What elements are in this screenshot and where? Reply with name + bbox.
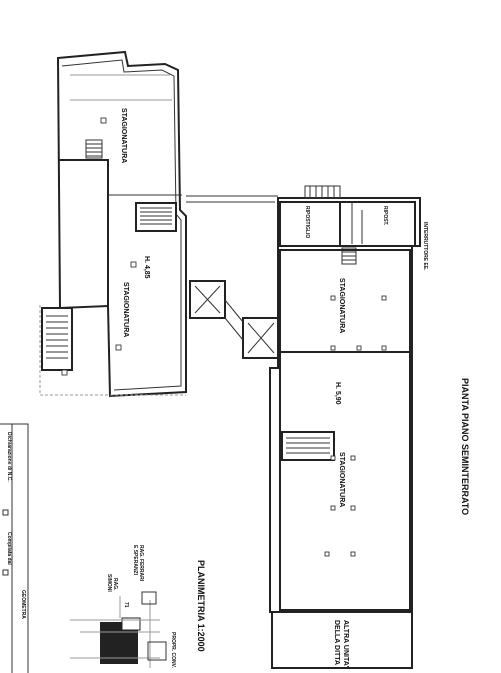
pillar <box>330 345 336 351</box>
stair-left-upper <box>85 139 103 159</box>
site-plan-inset: RAG. FERRARI E SPERANZI RAG. SIMONI PROP… <box>70 545 176 669</box>
pillar <box>330 455 336 461</box>
stair-left-lower <box>41 307 73 371</box>
room-label-right-upper: STAGIONATURA <box>338 278 345 333</box>
owner-label-2: E SPERANZI <box>132 545 138 576</box>
pillar <box>115 344 122 351</box>
room-label-right-lower: STAGIONATURA <box>338 452 345 507</box>
room-label-altra-unita-1: ALTRA UNITA' <box>342 620 349 668</box>
right-wing: RIPOSTIGLIO RIPOST. INTERRUTTORE EE. STA… <box>269 185 428 669</box>
stair-left-middle <box>135 202 177 232</box>
owner-label-3: RAG. <box>112 578 118 591</box>
left-wing: STAGIONATURA STAGIONATURA H. 4,85 <box>39 50 187 398</box>
drawing-title: PIANTA PIANO SEMINTERRATO <box>460 378 470 515</box>
pillar <box>350 505 356 511</box>
pillar <box>381 295 387 301</box>
pillar <box>350 455 356 461</box>
scale-label: PLANIMETRIA 1:2000 <box>196 560 206 652</box>
pillar <box>100 117 107 124</box>
form-compilata: Compilata dal <box>6 532 12 565</box>
owner-label-1: RAG. FERRARI <box>138 545 144 582</box>
owner-label-4: SIMONI <box>106 574 112 592</box>
pillar <box>130 261 137 268</box>
room-label-ripostiglio: RIPOSTIGLIO <box>304 206 310 238</box>
label-interruttore: INTERRUTTORE EE. <box>422 222 428 271</box>
stair-right-middle <box>281 431 335 461</box>
parcel-number: 71 <box>123 602 129 608</box>
room-label-left-lower: STAGIONATURA <box>122 282 129 337</box>
pillar <box>350 551 356 557</box>
form-geometra: GEOMETRA <box>20 590 26 619</box>
title-block: Dichiarazione di N.C. Compilata dal GEOM… <box>0 423 29 673</box>
pillar <box>356 345 362 351</box>
room-label-altra-unita-2: DELLA DITTA <box>333 620 340 665</box>
connector-shafts <box>186 195 280 359</box>
room-height-left: H. 4,85 <box>143 256 150 279</box>
room-height-right: H. 5,90 <box>334 382 341 405</box>
pillar <box>330 505 336 511</box>
prop-label: PROPR. CONV. <box>170 632 176 669</box>
room-label-ripost: RIPOST. <box>382 206 388 226</box>
room-label-left-upper: STAGIONATURA <box>120 108 127 163</box>
form-dichiarazione: Dichiarazione di N.C. <box>6 432 12 482</box>
pillar <box>381 345 387 351</box>
stair-right-top <box>304 185 341 199</box>
pillar <box>330 295 336 301</box>
pillar <box>324 551 330 557</box>
pillar <box>61 369 68 376</box>
